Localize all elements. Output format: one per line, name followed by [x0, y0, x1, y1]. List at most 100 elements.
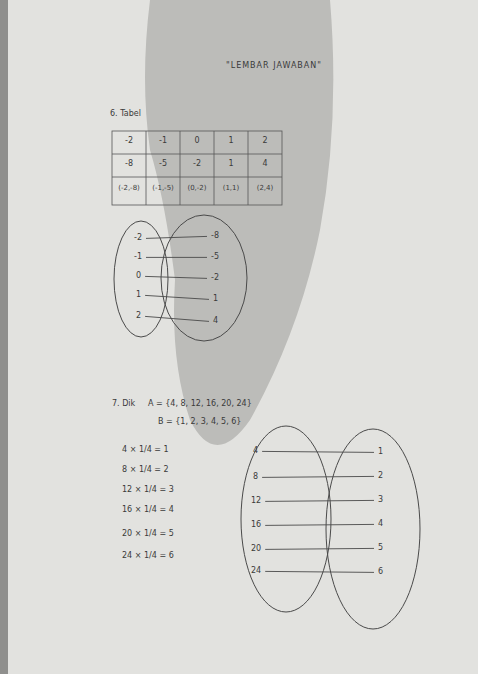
table-cell: (-1,-5): [152, 185, 174, 193]
element-value: 2: [378, 471, 383, 480]
table-cell: (2,4): [257, 185, 274, 193]
mapping-stroke: [145, 316, 209, 321]
element-value: 2: [136, 311, 141, 320]
set-element: 12: [250, 497, 262, 506]
element-value: 12: [251, 496, 261, 505]
table-grid: [112, 131, 282, 205]
mapping-stroke: [145, 295, 209, 299]
element-value: 4: [253, 446, 258, 455]
element-value: 4: [378, 519, 383, 528]
element-value: -1: [134, 252, 142, 261]
set-ellipse: 1 2 3 4 5 6: [325, 428, 421, 630]
paper-sheet: [8, 0, 478, 674]
set-element: 0: [135, 272, 142, 281]
mapping-line: [146, 257, 207, 258]
answer-text: 4 × 1/4 = 1: [122, 446, 169, 455]
mapping-stroke: [146, 257, 207, 258]
answer-text: 6. Tabel: [110, 110, 141, 119]
shadow: [145, 0, 333, 445]
set-element: 5: [377, 544, 384, 553]
set-element: 4: [212, 317, 219, 326]
answer-text: A = {4, 8, 12, 16, 20, 24}: [148, 400, 252, 409]
set-element: 4: [377, 520, 384, 529]
mapping-stroke: [146, 236, 207, 238]
set-element: 1: [377, 448, 384, 457]
ellipse-outline: [325, 428, 421, 630]
mapping-line: [262, 476, 374, 477]
table-cell: 1: [228, 160, 233, 169]
element-value: 1: [213, 294, 218, 303]
element-value: 5: [378, 543, 383, 552]
element-value: 24: [251, 566, 261, 575]
table-cell: (-2,-8): [118, 185, 140, 193]
element-value: 4: [213, 316, 218, 325]
mapping-line: [145, 276, 207, 278]
sheet-title: "LEMBAR JAWABAN": [226, 62, 322, 71]
set-element: 3: [377, 496, 384, 505]
element-value: 3: [378, 495, 383, 504]
table-cell: 1: [228, 137, 233, 146]
element-value: 0: [136, 271, 141, 280]
table-cell: 2: [262, 137, 267, 146]
set-element: 8: [252, 473, 259, 482]
ellipse-line: [161, 215, 247, 341]
mapping-line: [146, 236, 207, 238]
table-cell: -2: [125, 137, 133, 146]
mapping-line: [265, 524, 374, 525]
mapping-stroke: [265, 548, 374, 549]
mapping-line: [265, 571, 374, 572]
mapping-stroke: [265, 524, 374, 525]
table-cell: -5: [159, 160, 167, 169]
element-value: 1: [378, 447, 383, 456]
mapping-stroke: [262, 476, 374, 477]
set-ellipse: -8 -5 -2 1 4: [160, 214, 248, 342]
set-element: 20: [250, 545, 262, 554]
set-element: 1: [212, 295, 219, 304]
set-element: 2: [135, 312, 142, 321]
table-cell: (0,-2): [187, 185, 206, 193]
mapping-stroke: [262, 451, 374, 452]
mapping-line: [265, 500, 374, 501]
table-cell: (1,1): [223, 185, 240, 193]
set-element: 1: [135, 291, 142, 300]
answer-text: 20 × 1/4 = 5: [122, 530, 174, 539]
set-element: 16: [250, 521, 262, 530]
element-value: -8: [211, 231, 219, 240]
set-element: -1: [133, 253, 143, 262]
ellipse-line: [326, 429, 420, 629]
mapping-stroke: [145, 276, 207, 278]
element-value: 16: [251, 520, 261, 529]
answer-text: 24 × 1/4 = 6: [122, 552, 174, 561]
element-value: 6: [378, 567, 383, 576]
set-element: -2: [133, 234, 143, 243]
set-element: -5: [210, 253, 220, 262]
answer-text: 16 × 1/4 = 4: [122, 506, 174, 515]
element-value: 1: [136, 290, 141, 299]
set-element: -2: [210, 274, 220, 283]
element-value: 8: [253, 472, 258, 481]
element-value: -2: [134, 233, 142, 242]
table-cell: 0: [194, 137, 199, 146]
mapping-stroke: [265, 500, 374, 501]
set-element: 24: [250, 567, 262, 576]
mapping-line: [145, 316, 209, 321]
set-element: 4: [252, 447, 259, 456]
table-cell: -8: [125, 160, 133, 169]
element-value: 20: [251, 544, 261, 553]
answer-text: 12 × 1/4 = 3: [122, 486, 174, 495]
answer-text: B = {1, 2, 3, 4, 5, 6}: [158, 418, 241, 427]
set-ellipse: 4 8 12 16 20 24: [240, 425, 332, 613]
table-cell: -1: [159, 137, 167, 146]
set-element: -8: [210, 232, 220, 241]
table-cell: -2: [193, 160, 201, 169]
set-element: 6: [377, 568, 384, 577]
mapping-line: [265, 548, 374, 549]
ellipse-line: [114, 221, 168, 337]
answer-text: 7. Dik: [112, 400, 135, 409]
element-value: -5: [211, 252, 219, 261]
table-cell: 4: [262, 160, 267, 169]
mapping-line: [145, 295, 209, 299]
